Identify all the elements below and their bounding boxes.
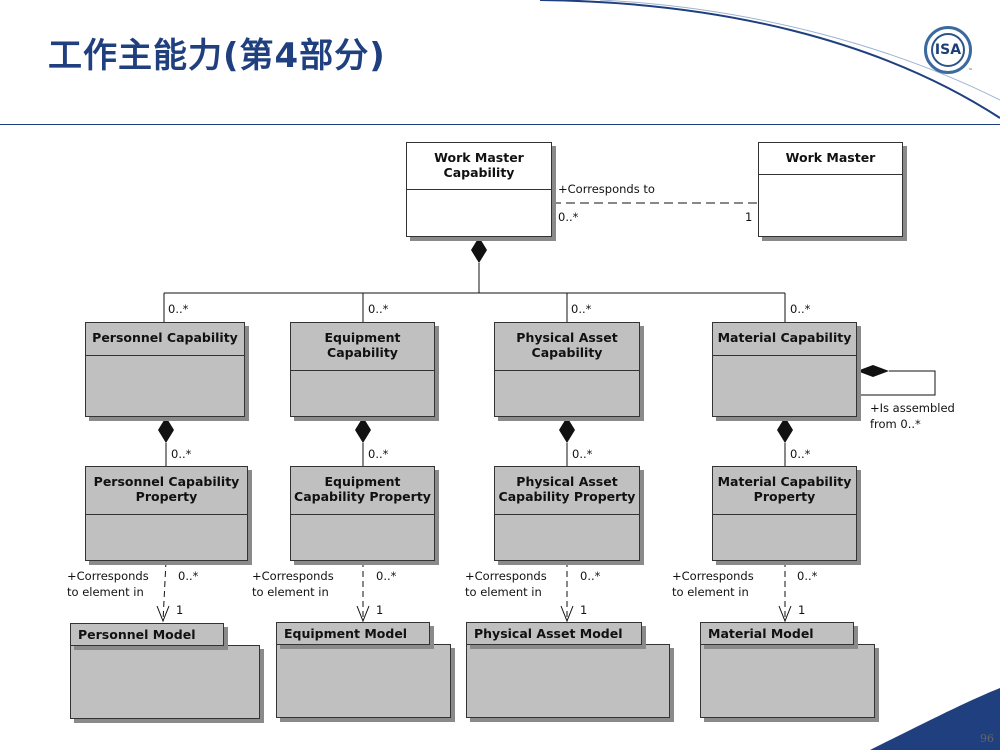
- capability-multiplicity: 0..*: [790, 302, 811, 316]
- package-body: [700, 644, 875, 718]
- composition-diamond-physical: [559, 417, 575, 443]
- class-physical-asset-capability-property[interactable]: Physical Asset Capability Property: [494, 466, 640, 561]
- slide-title: 工作主能力(第4部分): [48, 36, 386, 76]
- class-title: Physical Asset Capability Property: [495, 467, 639, 515]
- property-multiplicity: 0..*: [171, 447, 192, 461]
- model-association-role: +Corresponds to element in: [672, 569, 754, 599]
- class-title: Equipment Capability: [291, 323, 434, 371]
- class-equipment-capability[interactable]: Equipment Capability: [290, 322, 435, 417]
- package-title: Physical Asset Model: [466, 622, 642, 645]
- self-association-role: +Is assembled from 0..*: [870, 401, 955, 431]
- model-association-mult-source: 0..*: [580, 569, 601, 583]
- composition-diamond-wmc: [471, 237, 487, 263]
- page-number: 96: [980, 732, 994, 745]
- composition-diamond-material: [777, 417, 793, 443]
- title-divider: [0, 124, 1000, 125]
- dep-personnel: [162, 560, 167, 622]
- class-title: Personnel Capability: [86, 323, 244, 356]
- arrow-material: [778, 605, 792, 623]
- model-association-mult-source: 0..*: [178, 569, 199, 583]
- property-multiplicity: 0..*: [790, 447, 811, 461]
- self-association-diamond: [857, 365, 889, 377]
- model-association-mult-target: 1: [176, 603, 184, 617]
- composition-diamond-equipment: [355, 417, 371, 443]
- isa-logo-inner: ISA: [931, 33, 965, 67]
- class-title: Material Capability: [713, 323, 856, 356]
- top-swoosh-light: [599, 0, 1000, 101]
- arrow-equipment: [356, 605, 370, 623]
- top-swoosh: [539, 0, 1000, 119]
- class-equipment-capability-property[interactable]: Equipment Capability Property: [290, 466, 435, 561]
- logo-trademark: ™: [968, 68, 973, 74]
- association-mult-target: 1: [745, 210, 753, 224]
- package-body: [276, 644, 451, 718]
- model-association-mult-target: 1: [580, 603, 588, 617]
- isa-logo-text: ISA: [934, 42, 962, 58]
- arrow-physical: [560, 605, 574, 623]
- model-association-mult-source: 0..*: [797, 569, 818, 583]
- class-title: Work Master: [759, 143, 902, 175]
- property-multiplicity: 0..*: [368, 447, 389, 461]
- class-title: Personnel Capability Property: [86, 467, 247, 515]
- class-title: Physical Asset Capability: [495, 323, 639, 371]
- composition-diamond-personnel: [158, 417, 174, 443]
- package-title: Personnel Model: [70, 623, 224, 646]
- package-body: [70, 645, 260, 719]
- class-title: Work Master Capability: [407, 143, 551, 190]
- arrow-personnel: [156, 605, 170, 623]
- property-multiplicity: 0..*: [572, 447, 593, 461]
- capability-multiplicity: 0..*: [368, 302, 389, 316]
- class-work-master-capability[interactable]: Work Master Capability: [406, 142, 552, 237]
- self-association-line: [857, 370, 936, 396]
- model-association-mult-target: 1: [798, 603, 806, 617]
- class-personnel-capability[interactable]: Personnel Capability: [85, 322, 245, 417]
- association-role-label: +Corresponds to: [558, 182, 655, 196]
- model-association-mult-source: 0..*: [376, 569, 397, 583]
- model-association-role: +Corresponds to element in: [67, 569, 149, 599]
- isa-logo: ISA: [924, 26, 972, 74]
- class-material-capability-property[interactable]: Material Capability Property: [712, 466, 857, 561]
- class-physical-asset-capability[interactable]: Physical Asset Capability: [494, 322, 640, 417]
- model-association-mult-target: 1: [376, 603, 384, 617]
- association-mult-source: 0..*: [558, 210, 579, 224]
- model-association-role: +Corresponds to element in: [252, 569, 334, 599]
- capability-multiplicity: 0..*: [168, 302, 189, 316]
- model-association-role: +Corresponds to element in: [465, 569, 547, 599]
- capability-multiplicity: 0..*: [571, 302, 592, 316]
- package-title: Equipment Model: [276, 622, 430, 645]
- bottom-swoosh: [870, 688, 1000, 750]
- package-title: Material Model: [700, 622, 854, 645]
- class-title: Equipment Capability Property: [291, 467, 434, 515]
- package-body: [466, 644, 670, 718]
- class-material-capability[interactable]: Material Capability: [712, 322, 857, 417]
- class-title: Material Capability Property: [713, 467, 856, 515]
- class-personnel-capability-property[interactable]: Personnel Capability Property: [85, 466, 248, 561]
- class-work-master[interactable]: Work Master: [758, 142, 903, 237]
